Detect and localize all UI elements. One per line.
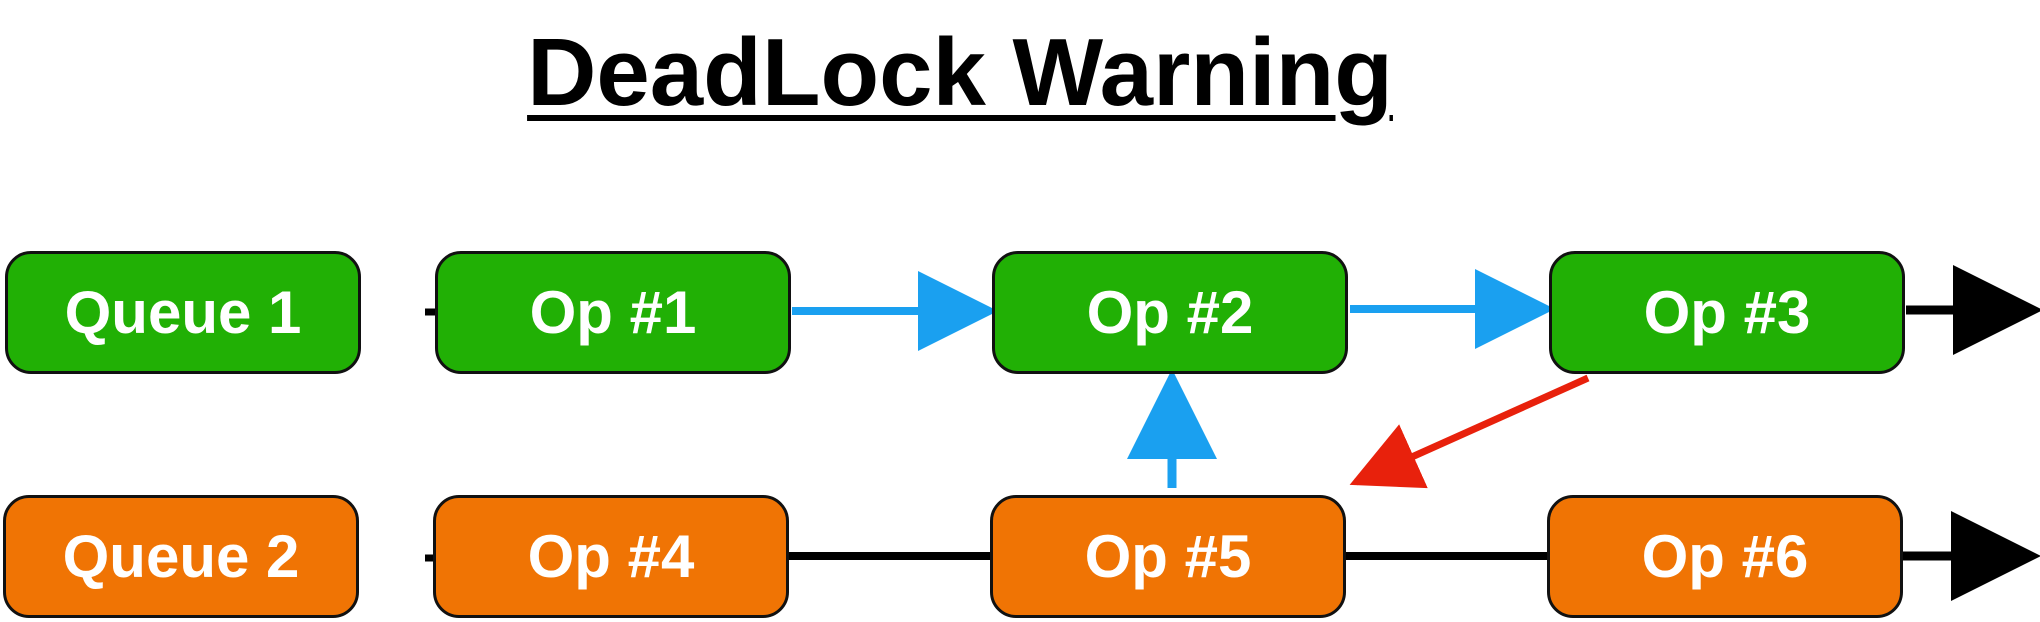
op3-box: Op #3 <box>1549 251 1905 374</box>
queue2-label-box: Queue 2 <box>3 495 359 618</box>
op5-box: Op #5 <box>990 495 1346 618</box>
queue1-label-box: Queue 1 <box>5 251 361 374</box>
op6-box: Op #6 <box>1547 495 1903 618</box>
op2-box: Op #2 <box>992 251 1348 374</box>
deadlock-arrow-op3-op5 <box>1349 374 1590 489</box>
op1-box: Op #1 <box>435 251 791 374</box>
op4-box: Op #4 <box>433 495 789 618</box>
diagram-title: DeadLock Warning <box>527 19 1393 126</box>
